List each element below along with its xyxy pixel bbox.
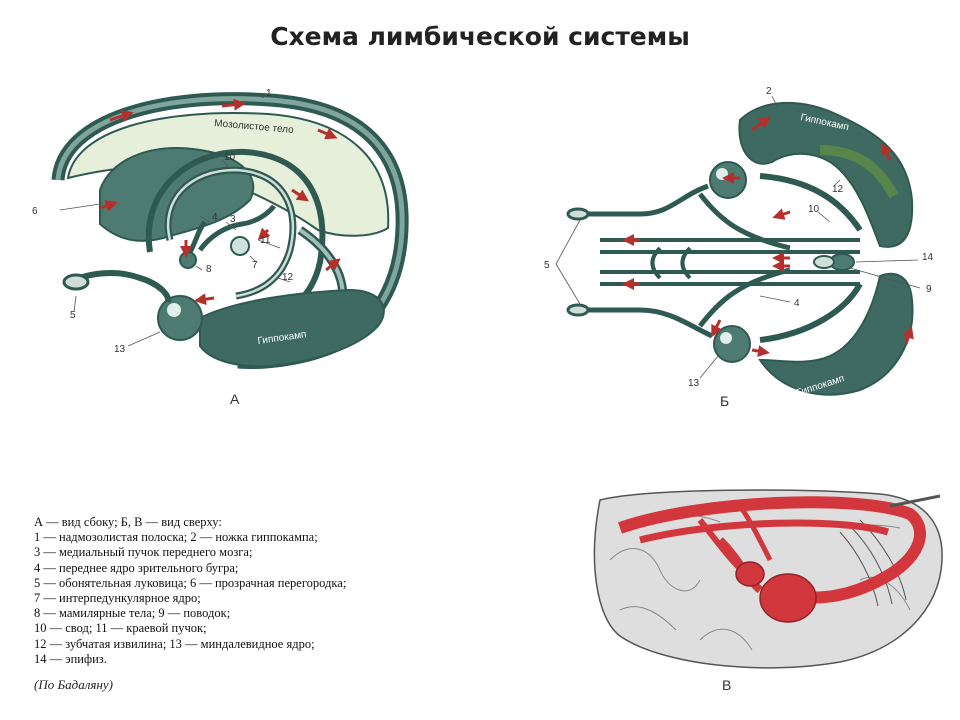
hippocampus-a [199, 288, 385, 368]
callout-b-12: 12 [832, 184, 844, 195]
panel-b-top-view: 2 12 10 5 14 9 4 13 Гиппокамп Гиппокамп … [544, 86, 934, 409]
amygdala-13 [157, 295, 203, 341]
legend-line: 4 — переднее ядро зрительного бугра; [34, 560, 239, 575]
pathway-arrow [194, 293, 215, 306]
pathway-arrow [99, 200, 118, 212]
callout-b-4: 4 [794, 298, 800, 309]
panel-letter-a: А [230, 391, 240, 407]
callout-a-1: 1 [266, 88, 272, 99]
pathway-arrow [711, 319, 723, 338]
pathway-arrow [317, 128, 338, 140]
legend: А — вид сбоку; Б, В — вид сверху: 1 — на… [34, 515, 554, 667]
legend-line: 1 — надмозолистая полоска; 2 — ножка гип… [34, 530, 318, 545]
limbic-arc-red [618, 496, 926, 604]
pathway-arrow [257, 227, 271, 241]
olfactory-bulb-5 [68, 270, 172, 303]
callout-a-7: 7 [252, 260, 258, 271]
pathway-arrow [881, 142, 893, 161]
callout-a-12: 12 [282, 272, 294, 283]
legend-line: 3 — медиальный пучок переднего мозга; [34, 545, 253, 560]
callout-b-14: 14 [922, 252, 934, 263]
fornix-b-top [759, 173, 863, 232]
legend-line: 5 — обонятельная луковица; 6 — прозрачна… [34, 575, 347, 590]
pathway-arrow [221, 98, 246, 111]
legend-line: 8 — мамилярные тела; 9 — поводок; [34, 606, 231, 621]
amygdala-b-bottom [713, 325, 751, 363]
callout-a-10: 10 [224, 152, 236, 163]
pathway-arrow [291, 188, 309, 202]
callout-b-13: 13 [688, 378, 700, 389]
callout-b-5: 5 [544, 260, 550, 271]
legend-line: 14 — эпифиз. [34, 651, 107, 666]
amygdala-v [759, 573, 817, 623]
legend-line: 12 — зубчатая извилина; 13 — миндалевидн… [34, 636, 315, 651]
credit: (По Бадаляну) [34, 677, 113, 692]
callout-b-10: 10 [808, 204, 820, 215]
hippocampus-b-bottom [758, 272, 914, 396]
callout-b-2: 2 [766, 86, 772, 97]
mamillary-body-8 [179, 251, 197, 269]
callout-a-4: 4 [212, 212, 218, 223]
olfactory-bulb-b-top [580, 183, 709, 217]
pathway-arrow [751, 345, 770, 357]
panel-letter-b: Б [720, 393, 729, 409]
pathway-arrow [325, 258, 341, 272]
interpeduncular-nucleus-7 [230, 236, 250, 256]
callout-a-11: 11 [260, 235, 271, 246]
callout-a-3: 3 [230, 214, 236, 225]
legend-line: А — вид сбоку; Б, В — вид сверху: [34, 515, 222, 529]
legend-line: 10 — свод; 11 — краевой пучок; [34, 621, 207, 636]
panel-letter-v: В [722, 677, 731, 693]
page-title: Схема лимбической системы [270, 22, 690, 51]
callout-a-13: 13 [114, 344, 126, 355]
pathway-arrow [772, 208, 791, 220]
callout-a-5: 5 [70, 310, 76, 321]
amygdala-b-top [709, 161, 747, 199]
panel-v-brain: В [593, 489, 943, 693]
pathway-arrow [109, 110, 134, 122]
pathway-arrow [902, 326, 914, 345]
fornix-b-bottom [759, 282, 863, 343]
legend-line: 7 — интерпедункулярное ядро; [34, 591, 201, 606]
olfactory-bulb-b-bottom [580, 307, 714, 339]
panel-a-side-view: 1 10 6 4 3 8 7 11 12 5 13 Мозолистое тел… [32, 88, 409, 407]
callout-a-6: 6 [32, 206, 38, 217]
callout-a-8: 8 [206, 264, 212, 275]
hippocampus-b-top [738, 101, 914, 248]
callout-b-9: 9 [926, 284, 932, 295]
pathway-arrow [751, 116, 771, 132]
medial-bundle-3 [197, 204, 276, 252]
central-tracts [600, 238, 860, 286]
